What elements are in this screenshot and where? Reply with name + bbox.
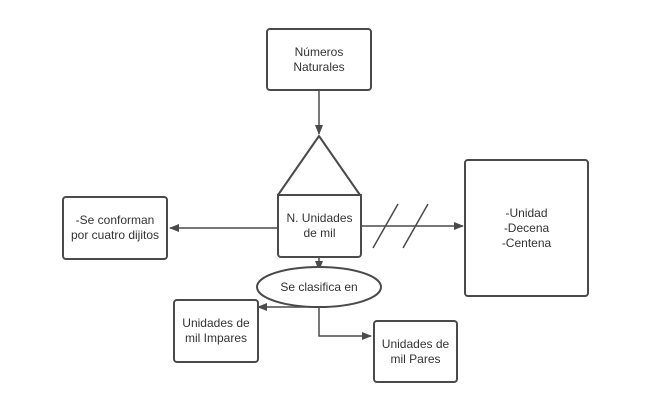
node-unidades-de-mil[interactable]: N. Unidades de mil bbox=[277, 194, 362, 258]
node-se-conforman[interactable]: -Se conforman por cuatro dijitos bbox=[62, 196, 168, 260]
house-roof-shape bbox=[277, 135, 361, 196]
node-se-clasifica[interactable]: Se clasifica en bbox=[280, 279, 358, 294]
edge-clasifica-to-pares bbox=[318, 307, 372, 340]
node-numeros-naturales[interactable]: Números Naturales bbox=[266, 28, 372, 91]
double-slash-marker bbox=[372, 203, 399, 249]
node-componentes[interactable]: -Unidad -Decena -Centena bbox=[464, 159, 589, 297]
node-impares[interactable]: Unidades de mil Impares bbox=[173, 299, 259, 363]
node-pares[interactable]: Unidades de mil Pares bbox=[373, 320, 458, 383]
double-slash-marker bbox=[402, 203, 429, 249]
